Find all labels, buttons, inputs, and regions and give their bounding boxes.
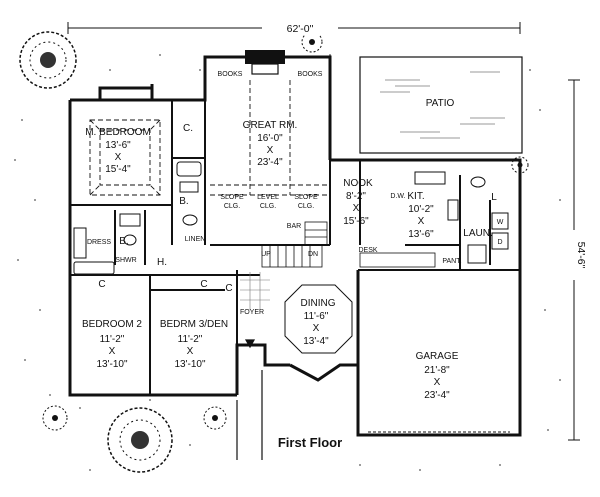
foyer-label: FOYER — [240, 309, 264, 316]
slope-left-label: SLOPE — [220, 194, 244, 201]
laundry-d-label: D — [497, 239, 502, 246]
dimension-width: 62'-0" — [67, 19, 521, 35]
clg1-label: CLG. — [224, 203, 240, 210]
closet-b3-label: C — [200, 279, 207, 290]
hall-label: H. — [157, 257, 167, 268]
interior-walls — [70, 100, 520, 395]
master-bedroom-depth: 15'-4" — [105, 164, 131, 175]
bath-master-label: B. — [179, 196, 188, 207]
garage-x: X — [434, 377, 441, 388]
bedroom2-depth: 13'-10" — [96, 359, 127, 370]
stair-treads — [261, 221, 328, 268]
shrub-top-icon — [301, 31, 323, 53]
clg3-label: CLG. — [298, 203, 314, 210]
great-room-ceiling-lines — [210, 80, 330, 196]
room-great-room: GREAT RM. 16'-0" X 23'-4" — [243, 120, 298, 168]
laundry-w-label: W — [497, 219, 504, 226]
patio: PATIO — [359, 56, 523, 154]
master-tray-ceiling — [89, 119, 161, 196]
nook-depth: 15'-6" — [343, 216, 369, 227]
dining-name: DINING — [301, 298, 336, 309]
great-room-name: GREAT RM. — [243, 120, 298, 131]
pant-label: PANT. — [442, 258, 461, 265]
shrub-bottom-mid-icon — [203, 406, 227, 430]
master-bath-fixtures — [73, 161, 202, 259]
dw-label: D.W. — [390, 193, 405, 200]
garage-name: GARAGE — [416, 351, 459, 362]
clg2-label: CLG. — [260, 203, 276, 210]
desk-label: DESK — [358, 247, 377, 254]
closet-foyer-label: C — [225, 283, 232, 294]
dining-depth: 13'-4" — [303, 336, 329, 347]
garage-depth: 23'-4" — [424, 390, 450, 401]
bedroom3-width: 11'-2" — [178, 334, 203, 345]
room-garage: GARAGE 21'-8" X 23'-4" — [416, 351, 459, 401]
entry-walk — [236, 339, 263, 460]
garage-width: 21'-8" — [424, 365, 450, 376]
shwr-label: SHWR — [115, 257, 136, 264]
bedroom3-x: X — [187, 346, 194, 357]
room-kitchen: KIT. 10'-2" X 13'-6" — [407, 191, 434, 240]
closet-b2-label: C — [98, 279, 105, 290]
kitchen-width: 10'-2" — [408, 204, 434, 215]
tree-top-left-icon — [19, 31, 77, 89]
room-bedroom-2: BEDROOM 2 11'-2" X 13'-10" — [82, 319, 142, 370]
books-right-label: BOOKS — [298, 71, 323, 78]
dress-label: DRESS — [87, 239, 111, 246]
bath-hall-label: B. — [119, 236, 128, 247]
exterior-walls — [68, 55, 522, 437]
dining-octagon — [284, 284, 353, 354]
nook-width: 8'-2" — [346, 191, 366, 202]
bedroom3-name: BEDRM 3/DEN — [160, 319, 228, 330]
room-nook: NOOK 8'-2" X 15'-6" — [343, 178, 373, 227]
books-left-label: BOOKS — [218, 71, 243, 78]
master-bedroom-width: 13'-6" — [105, 140, 131, 151]
depth-dimension-text: 54'-6" — [575, 242, 587, 269]
room-master-bedroom: M. BEDROOM 13'-6" X 15'-4" — [85, 127, 151, 175]
up-label: UP — [261, 251, 271, 258]
dn-label: DN — [308, 251, 318, 258]
foyer-tile — [240, 272, 270, 310]
small-annotations: BOOKS BOOKS C. B. B. DRESS SHWR LINEN H.… — [87, 71, 504, 316]
bedroom2-x: X — [109, 346, 116, 357]
bedroom3-depth: 13'-10" — [174, 359, 205, 370]
kitchen-x: X — [418, 216, 425, 227]
slope-right-label: SLOPE — [294, 194, 318, 201]
linen-label: LINEN — [185, 236, 206, 243]
desk-counter — [359, 252, 436, 268]
master-bedroom-name: M. BEDROOM — [85, 127, 151, 138]
room-laundry: LAUN. — [463, 228, 492, 239]
hall-bath-fixtures — [73, 234, 137, 275]
great-room-x: X — [267, 145, 274, 156]
great-room-width: 16'-0" — [257, 133, 283, 144]
level-label: LEVEL — [257, 194, 279, 201]
laundry-l-label: L — [491, 192, 497, 203]
nook-x: X — [353, 203, 360, 214]
laundry-name: LAUN. — [463, 228, 492, 239]
floor-title: First Floor — [278, 435, 342, 450]
width-dimension-text: 62'-0" — [287, 23, 314, 35]
nook-name: NOOK — [343, 178, 373, 189]
bedroom2-name: BEDROOM 2 — [82, 319, 142, 330]
room-bedroom-3-den: BEDRM 3/DEN 11'-2" X 13'-10" — [160, 319, 228, 370]
kitchen-fixtures — [414, 171, 509, 264]
closet-master-label: C. — [183, 123, 193, 134]
shrub-bottom-left-icon — [42, 405, 68, 431]
dimension-depth: 54'-6" — [566, 79, 587, 441]
dining-width: 11'-6" — [304, 311, 329, 322]
bar-label: BAR — [287, 223, 301, 230]
fireplace-icon — [245, 50, 285, 75]
master-bedroom-x: X — [115, 152, 122, 163]
kitchen-depth: 13'-6" — [408, 229, 434, 240]
patio-label: PATIO — [426, 98, 455, 109]
bedroom2-width: 11'-2" — [100, 334, 125, 345]
tree-bottom-icon — [107, 407, 173, 473]
room-dining: DINING 11'-6" X 13'-4" — [301, 298, 336, 347]
dining-x: X — [313, 323, 320, 334]
kitchen-name: KIT. — [407, 191, 424, 202]
great-room-depth: 23'-4" — [257, 157, 283, 168]
